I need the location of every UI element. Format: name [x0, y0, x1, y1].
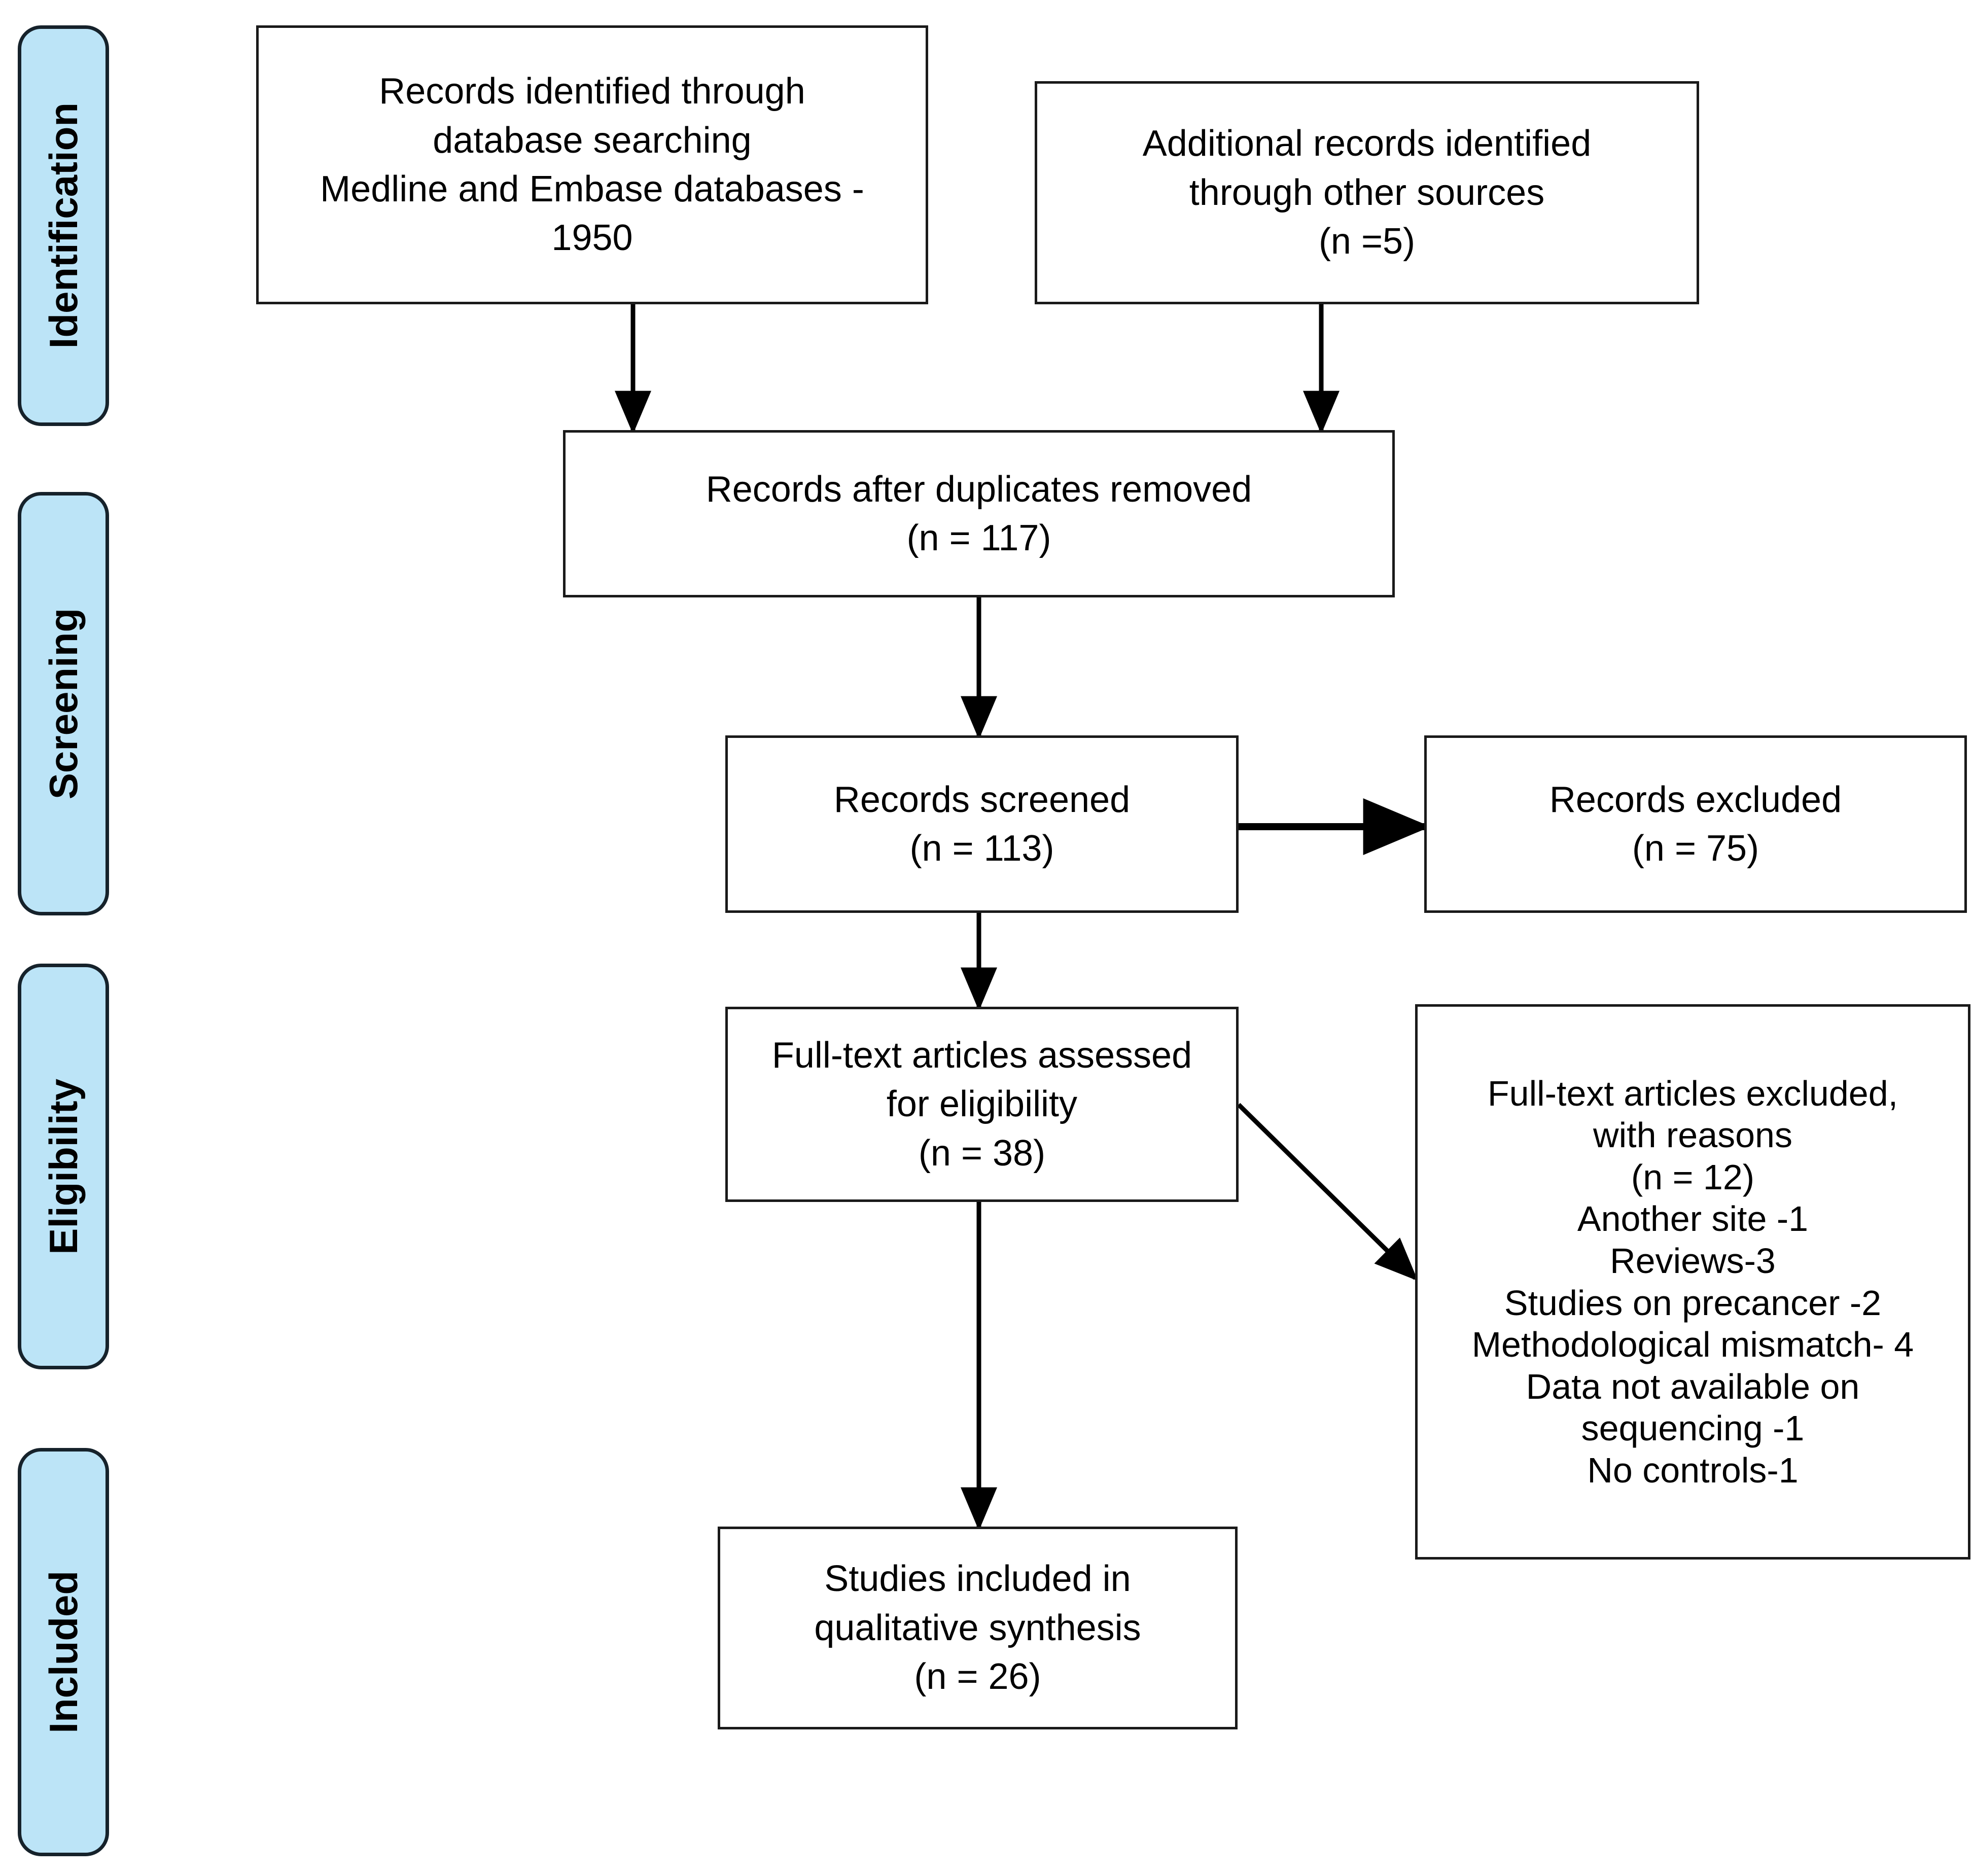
box-records-screened: Records screened (n = 113)	[725, 735, 1239, 913]
stage-tab-identification-label: Identification	[41, 102, 86, 349]
box-records-screened-line-2: (n = 113)	[909, 828, 1054, 869]
box-studies-included-line-3: (n = 26)	[914, 1656, 1041, 1697]
box-duplicates-removed-line-2: (n = 117)	[906, 518, 1051, 558]
box-duplicates-removed: Records after duplicates removed (n = 11…	[563, 430, 1395, 597]
box-records-identified-line-2: database searching	[433, 120, 752, 161]
box-additional-records-line-3: (n =5)	[1318, 221, 1416, 262]
box-studies-included: Studies included in qualitative synthesi…	[718, 1527, 1238, 1729]
box-fulltext-excluded-line-8: Data not available on	[1526, 1366, 1860, 1406]
box-records-identified-line-1: Records identified through	[379, 71, 805, 112]
box-fulltext-assessed-line-3: (n = 38)	[918, 1132, 1046, 1174]
box-fulltext-excluded-line-9: sequencing -1	[1581, 1408, 1805, 1448]
box-records-identified-line-3: Medline and Embase databases -	[320, 169, 864, 209]
box-fulltext-excluded-line-7: Methodological mismatch- 4	[1471, 1325, 1914, 1365]
box-fulltext-assessed-line-2: for eligibility	[886, 1084, 1078, 1125]
box-studies-included-line-1: Studies included in	[824, 1559, 1131, 1600]
box-fulltext-excluded: Full-text articles excluded, with reason…	[1415, 1004, 1970, 1560]
box-records-excluded-line-1: Records excluded	[1549, 779, 1842, 820]
box-additional-records: Additional records identified through ot…	[1035, 81, 1699, 304]
box-fulltext-assessed-line-1: Full-text articles assessed	[771, 1035, 1192, 1076]
stage-tab-eligibility: Eligibility	[18, 964, 109, 1369]
box-studies-included-line-2: qualitative synthesis	[814, 1607, 1141, 1648]
stage-tab-included: Included	[18, 1448, 109, 1856]
box-fulltext-assessed: Full-text articles assessed for eligibil…	[725, 1007, 1239, 1202]
stage-tab-included-label: Included	[41, 1571, 86, 1733]
stage-tab-screening: Screening	[18, 492, 109, 915]
box-records-screened-line-1: Records screened	[833, 779, 1131, 820]
box-fulltext-excluded-line-5: Reviews-3	[1610, 1241, 1776, 1281]
box-fulltext-excluded-line-2: with reasons	[1593, 1115, 1792, 1155]
box-fulltext-excluded-line-1: Full-text articles excluded,	[1487, 1073, 1898, 1113]
box-additional-records-line-2: through other sources	[1189, 172, 1545, 213]
box-records-excluded-line-2: (n = 75)	[1632, 828, 1759, 869]
box-fulltext-excluded-line-3: (n = 12)	[1631, 1157, 1755, 1197]
box-records-identified: Records identified through database sear…	[256, 25, 928, 304]
stage-tab-screening-label: Screening	[41, 608, 86, 800]
box-records-excluded: Records excluded (n = 75)	[1424, 735, 1967, 913]
box-fulltext-excluded-line-6: Studies on precancer -2	[1504, 1283, 1882, 1323]
box-fulltext-excluded-line-4: Another site -1	[1577, 1199, 1809, 1239]
box-additional-records-line-1: Additional records identified	[1142, 123, 1592, 164]
stage-tab-identification: Identification	[18, 25, 109, 426]
box-fulltext-excluded-line-10: No controls-1	[1587, 1450, 1799, 1490]
arrow-fulltext-to-excluded	[1237, 1103, 1418, 1281]
stage-tab-eligibility-label: Eligibility	[41, 1078, 86, 1255]
box-duplicates-removed-line-1: Records after duplicates removed	[706, 469, 1252, 510]
box-records-identified-line-4: 1950	[551, 218, 633, 259]
